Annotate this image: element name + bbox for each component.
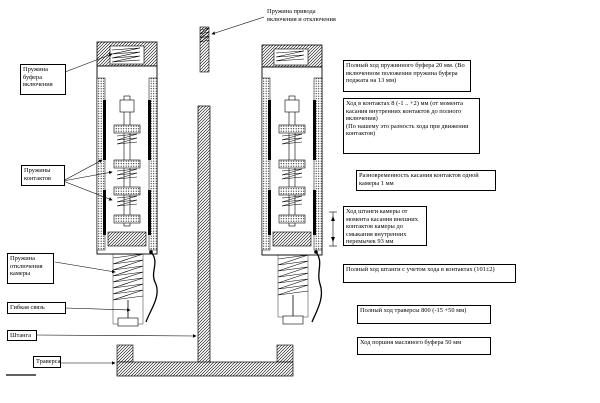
- oil-buffer-note: Ход поршня масляного буфера 50 мм: [357, 337, 491, 355]
- rod-label: Штанга: [7, 330, 37, 341]
- right-chamber: [261, 44, 337, 325]
- left-chamber: [96, 41, 158, 327]
- leader-lines: [35, 16, 265, 365]
- rod-travel-note: Ход штанги камеры от момента касания вне…: [343, 206, 427, 246]
- full-rod-travel-note: Полный ход штанги с учетом хода в контак…: [343, 264, 516, 283]
- flex-link-label: Гибкая связь: [7, 302, 66, 314]
- contact-travel-remark: (По нашему это разность хода при движени…: [346, 122, 469, 138]
- buffer-spring-label: Пружина буфера включения: [20, 64, 66, 95]
- simultaneity-note: Разновременность касания контактов одной…: [356, 170, 496, 191]
- opening-spring-label: Пружина отключения камеры: [7, 253, 54, 284]
- drive-spring-label: Пружина привода включения и отключения: [267, 8, 336, 23]
- contact-travel-text: Ход в контактах 8 (-1 .. +2) мм (от моме…: [346, 100, 463, 123]
- contact-springs-label: Пружины контактов: [21, 165, 65, 186]
- buffer-travel-note: Полный ход пружинного буфера 20 мм. (Во …: [343, 60, 471, 92]
- traverse-label: Траверса: [33, 356, 61, 368]
- traverse-travel-note: Полный ход траверсы 800 (-15 +50 мм): [357, 305, 491, 324]
- center-rod: [197, 26, 211, 365]
- traverse: [116, 344, 294, 377]
- contact-travel-note: Ход в контактах 8 (-1 .. +2) мм (от моме…: [343, 98, 480, 154]
